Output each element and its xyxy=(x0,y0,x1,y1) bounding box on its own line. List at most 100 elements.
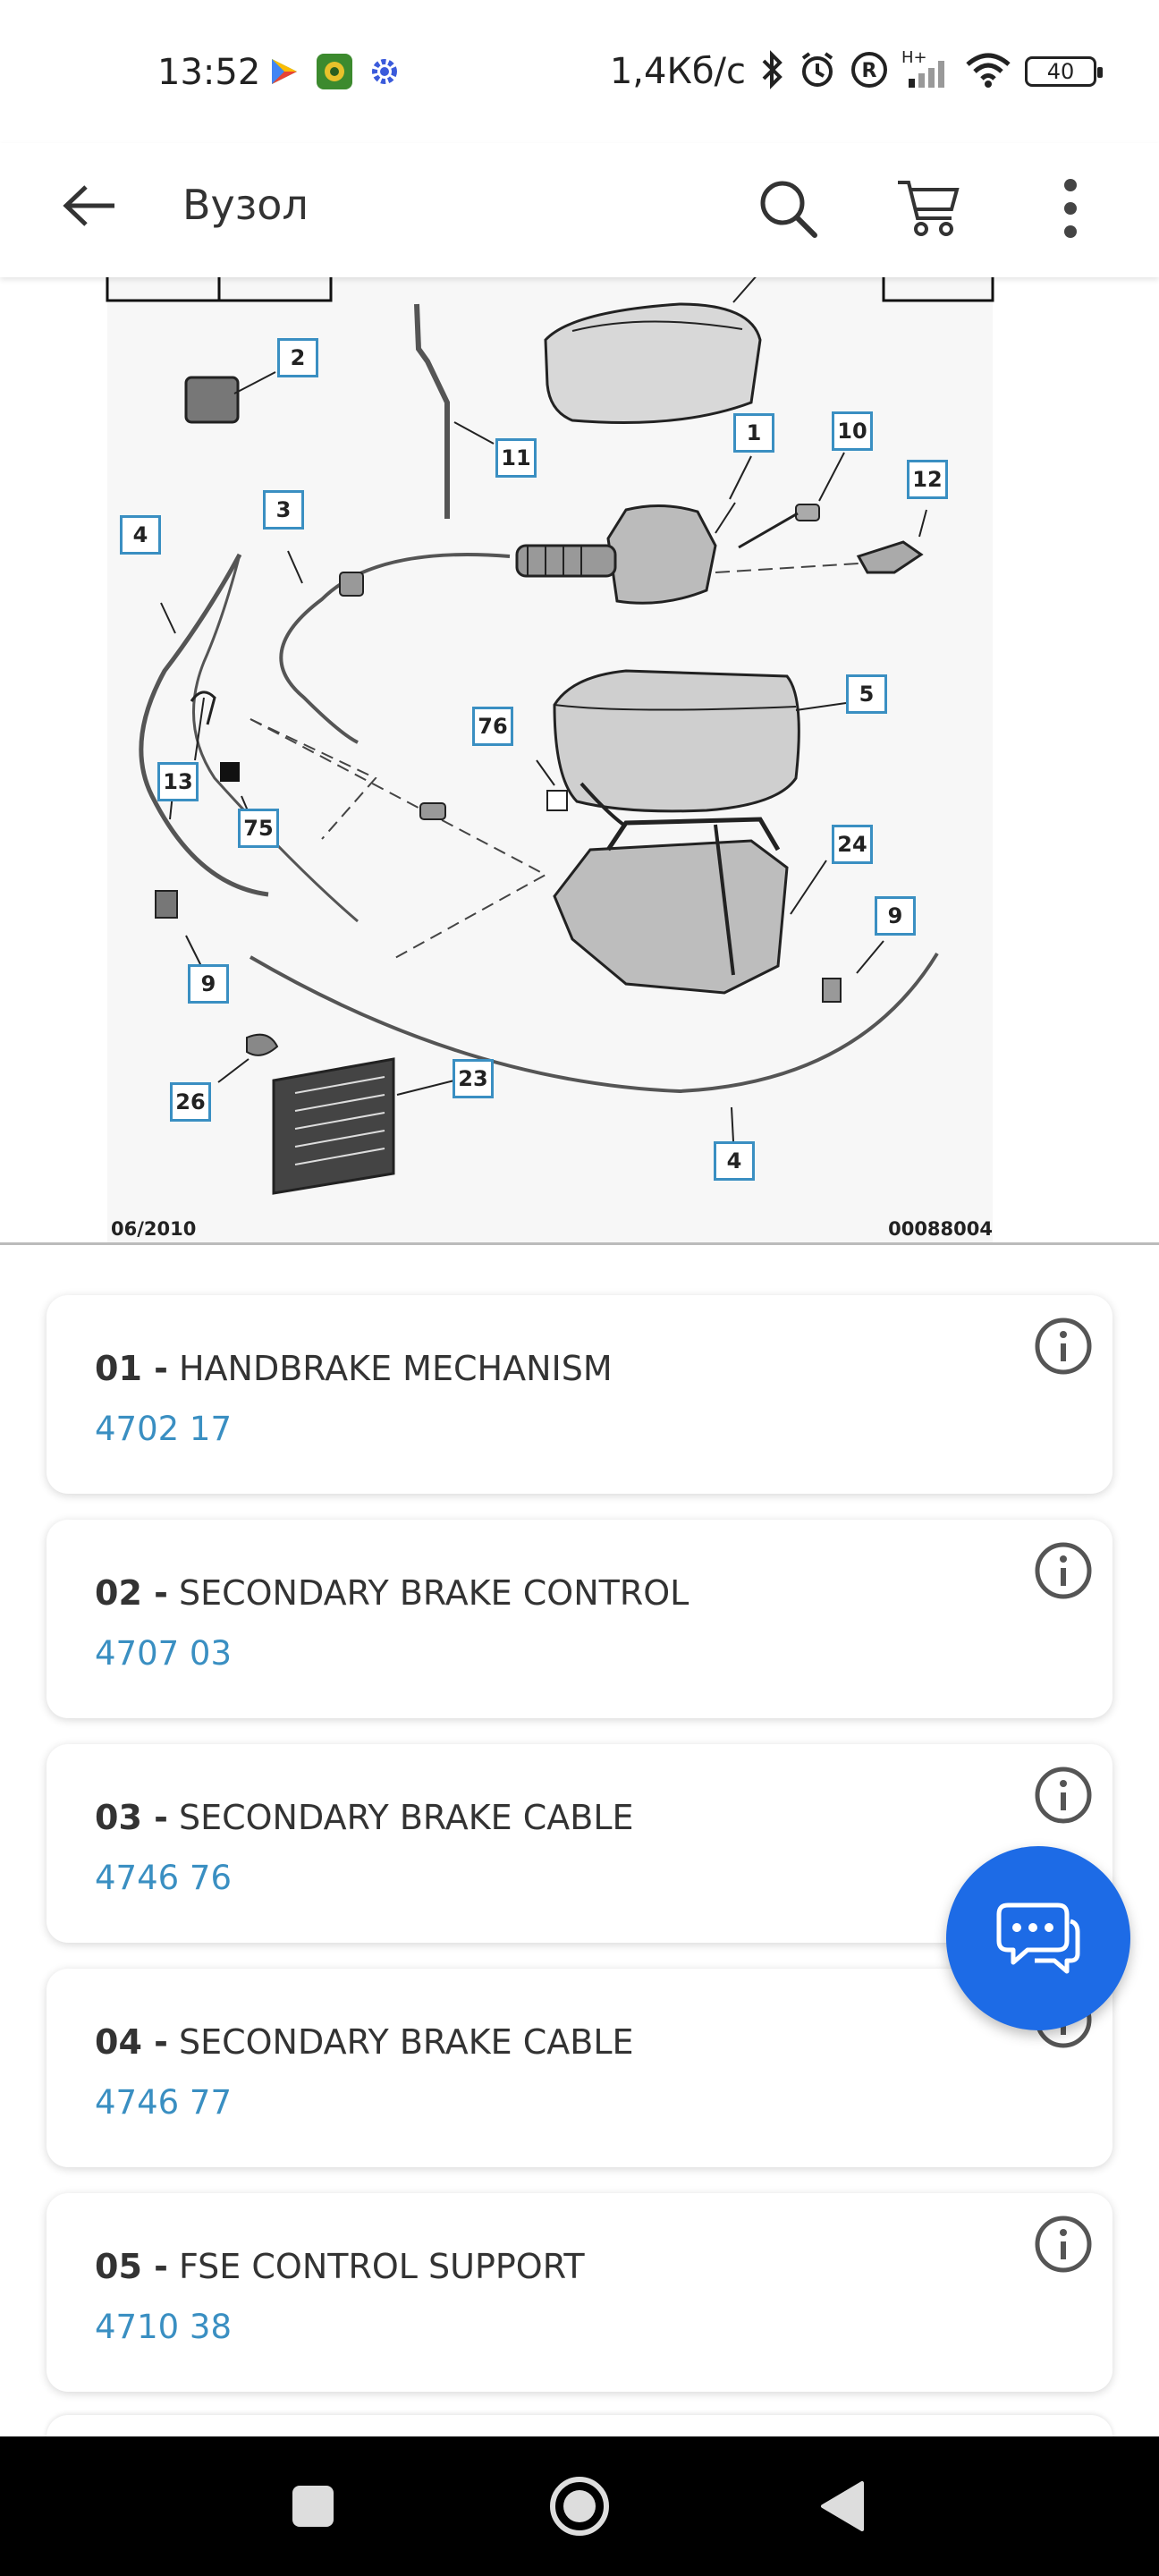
home-circle-icon xyxy=(550,2477,609,2536)
part-name: SECONDARY BRAKE CABLE xyxy=(178,2022,634,2062)
exploded-diagram[interactable]: 2 11 1 10 12 4 3 76 5 13 75 24 9 9 26 23… xyxy=(0,277,1159,1245)
callout-label[interactable]: 11 xyxy=(495,438,537,478)
part-title: 05 - FSE CONTROL SUPPORT xyxy=(95,2247,585,2286)
search-icon xyxy=(760,181,817,238)
battery-icon: 40 xyxy=(1025,56,1103,87)
status-time: 13:52 xyxy=(157,52,261,93)
recents-square-icon xyxy=(292,2486,334,2527)
signal-type-label: H+ xyxy=(901,48,927,67)
diagram-date: 06/2010 xyxy=(111,1218,197,1240)
settings-gear-icon xyxy=(367,54,402,89)
more-vert-icon xyxy=(1064,179,1077,238)
bluetooth-icon xyxy=(758,50,785,93)
part-reference: 4710 38 xyxy=(95,2308,233,2346)
part-number: 05 - xyxy=(95,2247,168,2286)
callout-label[interactable]: 3 xyxy=(263,490,304,530)
back-button[interactable] xyxy=(54,170,125,242)
part-reference: 4707 03 xyxy=(95,1634,233,1673)
part-reference: 4746 76 xyxy=(95,1859,233,1897)
back-arrow-icon xyxy=(63,185,114,226)
chat-button[interactable] xyxy=(946,1846,1130,2030)
recents-button[interactable] xyxy=(275,2469,351,2544)
status-app-icons xyxy=(266,54,402,89)
status-bar: 13:52 1,4Кб/с R H+ 40 xyxy=(0,0,1159,143)
diagram-code: 00088004 xyxy=(888,1218,993,1240)
callout-label[interactable]: 75 xyxy=(238,809,279,848)
search-button[interactable] xyxy=(748,168,828,249)
part-card[interactable]: 03 - SECONDARY BRAKE CABLE 4746 76 xyxy=(47,1744,1112,1943)
callout-label[interactable]: 10 xyxy=(832,411,873,451)
info-button[interactable] xyxy=(1032,1315,1095,1377)
diagram-top-frames xyxy=(106,277,994,302)
part-card[interactable]: 01 - HANDBRAKE MECHANISM 4702 17 xyxy=(47,1295,1112,1494)
clips-drawing xyxy=(155,691,884,1083)
home-button[interactable] xyxy=(542,2469,617,2544)
handbrake-mechanism-drawing xyxy=(515,455,752,605)
info-button[interactable] xyxy=(1032,1764,1095,1826)
more-options-button[interactable] xyxy=(1030,168,1111,249)
svg-text:R: R xyxy=(862,60,877,82)
info-icon xyxy=(1035,2216,1092,2273)
callout-label[interactable]: 12 xyxy=(907,460,948,499)
part-name: SECONDARY BRAKE CABLE xyxy=(178,1798,634,1837)
page-title: Вузол xyxy=(182,181,309,229)
callout-label[interactable]: 5 xyxy=(846,674,887,714)
cart-button[interactable] xyxy=(889,168,969,249)
callout-label[interactable]: 9 xyxy=(188,964,229,1004)
cart-icon xyxy=(898,181,960,236)
callout-label[interactable]: 2 xyxy=(277,338,318,377)
white-square-marker xyxy=(546,790,568,811)
part-number: 01 - xyxy=(95,1349,168,1388)
info-icon xyxy=(1035,1318,1092,1375)
callout-label[interactable]: 23 xyxy=(453,1059,494,1098)
part-name: SECONDARY BRAKE CONTROL xyxy=(178,1573,689,1613)
network-speed: 1,4Кб/с xyxy=(609,51,746,92)
system-back-button[interactable] xyxy=(805,2469,880,2544)
part-reference: 4702 17 xyxy=(95,1410,233,1448)
callout-label[interactable]: 4 xyxy=(120,515,161,555)
back-triangle-icon xyxy=(821,2481,864,2531)
chat-bubbles-icon xyxy=(996,1902,1080,1974)
part-card[interactable]: 02 - SECONDARY BRAKE CONTROL 4707 03 xyxy=(47,1520,1112,1718)
part-card[interactable]: 04 - SECONDARY BRAKE CABLE 4746 77 xyxy=(47,1969,1112,2167)
part-card[interactable]: 05 - FSE CONTROL SUPPORT 4710 38 xyxy=(47,2193,1112,2392)
part-number: 03 - xyxy=(95,1798,168,1837)
alarm-icon xyxy=(798,50,837,93)
info-icon xyxy=(1035,1767,1092,1824)
app-bar: Вузол xyxy=(0,143,1159,277)
callout-label[interactable]: 4 xyxy=(714,1141,755,1181)
part-title: 03 - SECONDARY BRAKE CABLE xyxy=(95,1798,634,1837)
info-button[interactable] xyxy=(1032,1539,1095,1602)
fse-control-support-drawing xyxy=(553,782,827,995)
part-reference: 4746 77 xyxy=(95,2083,233,2122)
center-console-trim-drawing xyxy=(553,669,847,813)
callout-label[interactable]: 24 xyxy=(832,825,873,864)
google-play-services-icon xyxy=(266,54,302,89)
part-number: 04 - xyxy=(95,2022,168,2062)
label-plate-drawing xyxy=(160,550,734,1195)
switch-drawing xyxy=(184,371,276,424)
part-name: FSE CONTROL SUPPORT xyxy=(178,2247,585,2286)
black-square-marker xyxy=(220,762,240,782)
game-app-icon xyxy=(317,54,352,89)
status-indicators: 1,4Кб/с R H+ 40 xyxy=(609,48,1103,93)
callout-label[interactable]: 13 xyxy=(157,762,199,801)
signal-icon: H+ xyxy=(901,48,952,91)
part-title: 01 - HANDBRAKE MECHANISM xyxy=(95,1349,613,1388)
part-number: 02 - xyxy=(95,1573,168,1613)
console-cover-drawing xyxy=(544,277,762,424)
info-button[interactable] xyxy=(1032,2213,1095,2275)
rod-drawing xyxy=(414,303,495,519)
part-title: 02 - SECONDARY BRAKE CONTROL xyxy=(95,1573,689,1613)
roaming-r-icon: R xyxy=(850,50,889,93)
callout-label[interactable]: 26 xyxy=(170,1082,211,1122)
battery-level: 40 xyxy=(1046,59,1075,84)
parts-list: 01 - HANDBRAKE MECHANISM 4702 17 02 - SE… xyxy=(47,1295,1112,2418)
callout-label[interactable]: 1 xyxy=(733,413,774,453)
part-name: HANDBRAKE MECHANISM xyxy=(178,1349,613,1388)
callout-label[interactable]: 76 xyxy=(472,707,513,746)
system-nav-bar xyxy=(0,2436,1159,2576)
wifi-icon xyxy=(964,50,1012,93)
small-parts-drawing xyxy=(715,452,927,574)
callout-label[interactable]: 9 xyxy=(875,896,916,936)
